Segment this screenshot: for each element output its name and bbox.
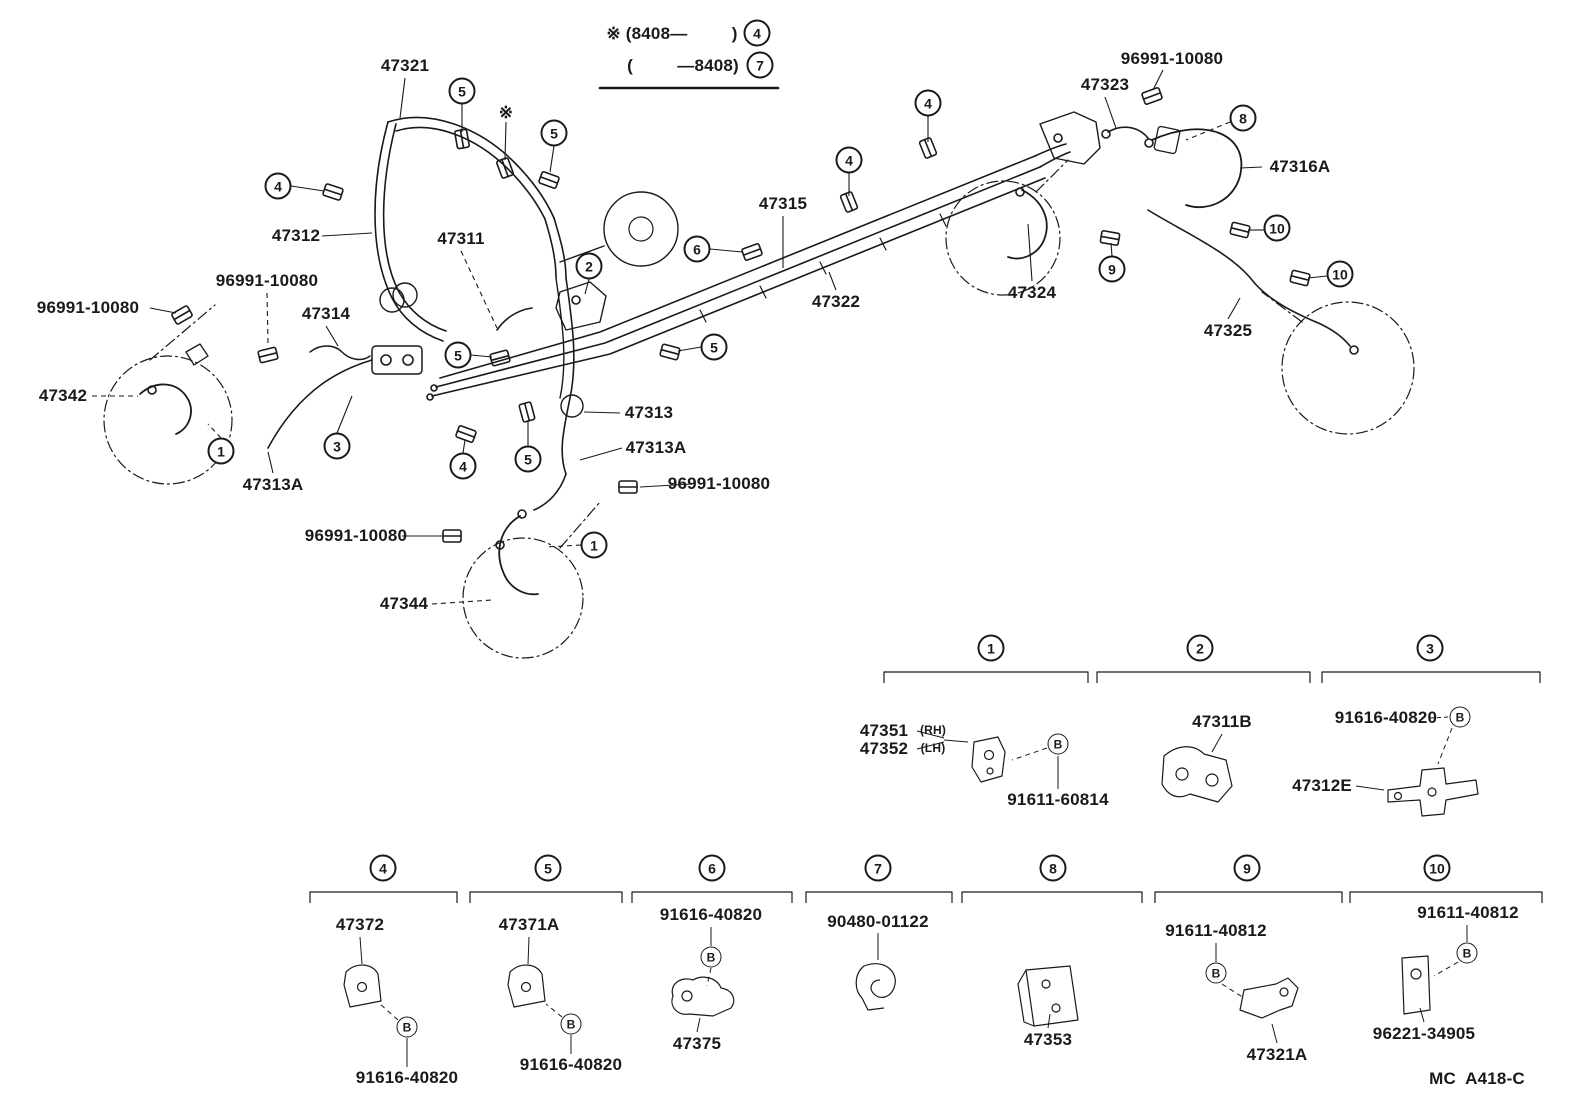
callout-5: 5	[540, 119, 568, 147]
part-label-47311b: 47311B	[1192, 712, 1252, 731]
part-label-47321a: 47321A	[1246, 1045, 1308, 1064]
part-label-47313a: 47313A	[242, 475, 304, 494]
callout-4: 4	[743, 19, 771, 47]
callout-9: 9	[1098, 255, 1126, 283]
callout-4: 4	[914, 89, 942, 117]
part-label-47375: 47375	[672, 1034, 722, 1053]
part-label-47313: 47313	[624, 403, 674, 422]
part-label-lh: (LH)	[920, 741, 946, 755]
asterisk-mark: ※	[498, 103, 514, 122]
callout-7: 7	[746, 51, 774, 79]
part-label-47371a: 47371A	[498, 915, 560, 934]
callout-8: 8	[1229, 104, 1257, 132]
part-label-47351: 47351	[859, 721, 909, 740]
callout-5: 5	[514, 445, 542, 473]
callout-b: B	[396, 1016, 418, 1038]
callout-8: 8	[1039, 854, 1067, 882]
callout-10: 10	[1263, 214, 1291, 242]
part-label-47312: 47312	[271, 226, 321, 245]
part-label-91616-40820: 91616-40820	[519, 1055, 623, 1074]
part-label-rh: (RH)	[919, 723, 947, 737]
callout-b: B	[700, 946, 722, 968]
part-label-47316a: 47316A	[1269, 157, 1331, 176]
part-label-47325: 47325	[1203, 321, 1253, 340]
part-label-96991-10080: 96991-10080	[1120, 49, 1224, 68]
callout-3: 3	[1416, 634, 1444, 662]
callout-2: 2	[575, 252, 603, 280]
callout-6: 6	[683, 235, 711, 263]
part-label-91616-40820: 91616-40820	[659, 905, 763, 924]
part-label-47342: 47342	[38, 386, 88, 405]
part-label-96991-10080: 96991-10080	[667, 474, 771, 493]
callout-4: 4	[369, 854, 397, 882]
part-label-47324: 47324	[1007, 283, 1057, 302]
part-label-90480-01122: 90480-01122	[827, 912, 929, 931]
callout-10: 10	[1326, 260, 1354, 288]
part-label-47352: 47352	[859, 739, 909, 758]
callout-1: 1	[977, 634, 1005, 662]
callout-5: 5	[448, 77, 476, 105]
callout-5: 5	[534, 854, 562, 882]
drawing-code: MC A418-C	[1429, 1069, 1525, 1088]
callout-5: 5	[444, 341, 472, 369]
part-label-47353: 47353	[1023, 1030, 1073, 1049]
part-label-47312e: 47312E	[1292, 776, 1352, 795]
callout-1: 1	[580, 531, 608, 559]
callout-3: 3	[323, 432, 351, 460]
header-note-line1: ※ (8408— )	[606, 24, 738, 43]
part-label-91616-40820: 91616-40820	[355, 1068, 459, 1087]
callout-b: B	[560, 1013, 582, 1035]
callout-9: 9	[1233, 854, 1261, 882]
part-label-47323: 47323	[1080, 75, 1130, 94]
part-label-96991-10080: 96991-10080	[304, 526, 408, 545]
callout-b: B	[1456, 942, 1478, 964]
part-label-96991-10080: 96991-10080	[215, 271, 319, 290]
part-label-91611-40812: 91611-40812	[1165, 921, 1267, 940]
callout-7: 7	[864, 854, 892, 882]
part-label-47344: 47344	[379, 594, 429, 613]
callout-5: 5	[700, 333, 728, 361]
part-label-47321: 47321	[380, 56, 430, 75]
callout-4: 4	[449, 452, 477, 480]
callout-4: 4	[264, 172, 292, 200]
part-label-47314: 47314	[301, 304, 351, 323]
part-label-91616-40820: 91616-40820	[1334, 708, 1438, 727]
part-label-47311: 47311	[437, 229, 485, 248]
part-label-47315: 47315	[758, 194, 808, 213]
part-label-91611-40812: 91611-40812	[1417, 903, 1519, 922]
callout-4: 4	[835, 146, 863, 174]
callout-6: 6	[698, 854, 726, 882]
part-label-47322: 47322	[811, 292, 861, 311]
callout-1: 1	[207, 437, 235, 465]
callout-b: B	[1205, 962, 1227, 984]
callout-b: B	[1047, 733, 1069, 755]
header-note-line2: ( —8408)	[627, 56, 739, 75]
callout-2: 2	[1186, 634, 1214, 662]
part-label-47313a: 47313A	[625, 438, 687, 457]
callout-10: 10	[1423, 854, 1451, 882]
part-label-91611-60814: 91611-60814	[1007, 790, 1109, 809]
part-label-96991-10080: 96991-10080	[36, 298, 140, 317]
part-label-96221-34905: 96221-34905	[1372, 1024, 1476, 1043]
callout-b: B	[1449, 706, 1471, 728]
part-label-47372: 47372	[335, 915, 385, 934]
